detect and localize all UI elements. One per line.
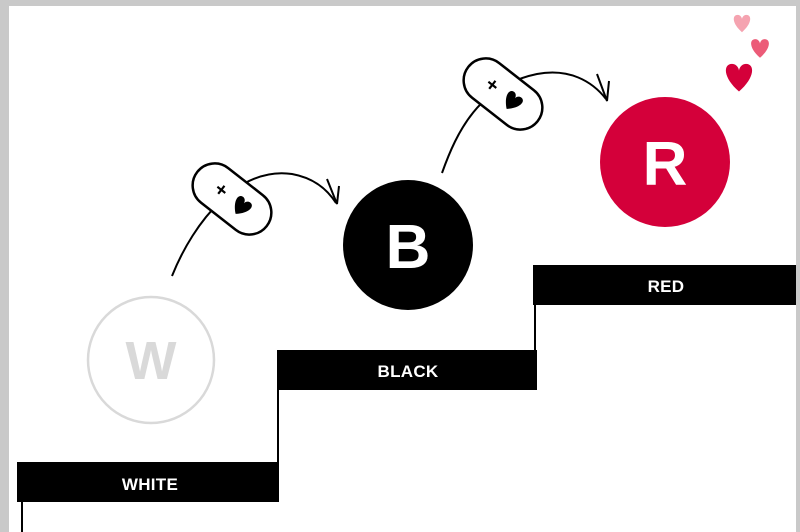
step-label-black: BLACK	[378, 362, 439, 381]
arrow-curve-1	[171, 172, 337, 277]
upgrade-badge-2: +	[462, 57, 544, 131]
level-circle-black: B	[343, 180, 473, 310]
level-circle-white: W	[86, 295, 216, 425]
arrow-head-1-icon	[326, 178, 340, 205]
step-black	[277, 350, 537, 390]
heart-icon	[505, 91, 523, 109]
level-letter-red: R	[643, 130, 688, 199]
heart-icon	[234, 196, 252, 214]
heart-light-icon	[733, 14, 751, 33]
step-red	[533, 265, 796, 305]
level-circle-red: R	[600, 97, 730, 227]
level-letter-black: B	[386, 213, 431, 282]
arrow-head-2-icon	[596, 73, 610, 102]
upgrade-arrow-2	[441, 71, 610, 174]
heart-mid-icon	[751, 39, 769, 58]
level-letter-white: W	[126, 331, 177, 391]
upgrade-arrow-1	[171, 172, 340, 277]
step-label-red: RED	[648, 277, 685, 296]
upgrade-badge-1: +	[191, 162, 273, 236]
staircase	[17, 265, 796, 532]
step-label-white: WHITE	[122, 475, 178, 494]
arrow-curve-2	[441, 71, 607, 174]
floating-hearts	[725, 14, 769, 92]
step-white	[17, 462, 279, 502]
level-progression-diagram: WHITE BLACK RED W B R + +	[17, 14, 796, 532]
heart-dark-icon	[725, 63, 753, 92]
